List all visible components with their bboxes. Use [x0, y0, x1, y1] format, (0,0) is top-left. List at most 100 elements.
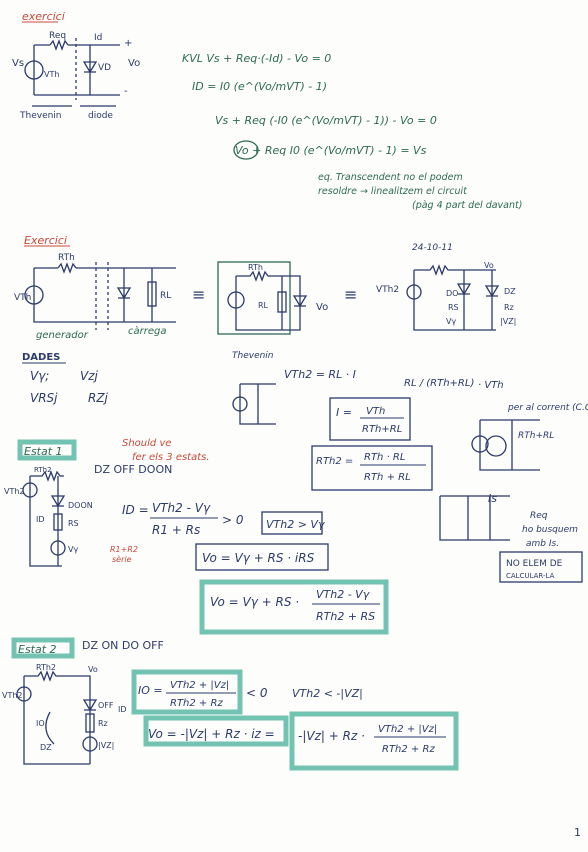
estat1-red-note-2: fer els 3 estats.	[132, 452, 210, 463]
estat1-vo2-num: VTh2 - Vγ	[316, 588, 370, 601]
estat1-rth2: RTh2	[34, 466, 52, 474]
estat2-dz: DZ	[40, 743, 52, 752]
generador-label: generador	[36, 330, 89, 341]
estat1-ineq-rhs: > 0	[222, 513, 244, 527]
thevenin-sub-circuit	[232, 383, 276, 425]
estat1-heading-box	[17, 439, 77, 461]
i-num: VTh	[366, 406, 385, 417]
estat2-off: OFF	[98, 701, 114, 710]
vz-label-4: |VZ|	[500, 317, 516, 326]
substituted-equation: Vs + Req (-I0 (e^(Vo/mVT) - 1)) - Vo = 0	[215, 114, 437, 127]
estat1-id: ID	[36, 515, 45, 524]
rth-label-3: RTh	[248, 263, 263, 272]
vo-label-3: Vo	[316, 302, 328, 313]
estat1-cond: VTh2 > Vγ	[266, 518, 325, 531]
estat2-vo-box-b	[289, 711, 459, 771]
date-label: 24-10-11	[412, 243, 453, 253]
estat1-vo2-box	[199, 579, 389, 635]
estat2-states: DZ ON DO OFF	[82, 639, 164, 652]
vth-label: VTh	[44, 70, 59, 79]
rth2-den: RTh + RL	[364, 472, 411, 483]
estat1-ineq-num: VTh2 - Vγ	[152, 501, 211, 515]
estat1-rs: RS	[68, 519, 79, 528]
estat2-rth2: RTh2	[36, 663, 56, 672]
is-label: Is	[488, 492, 497, 505]
vth2-vth: · VTh	[478, 380, 504, 391]
vd-label: VD	[98, 63, 111, 73]
rth2-label: RTh2 =	[316, 456, 353, 467]
estat1-vth2: VTh2	[4, 487, 25, 496]
i-den: RTh+RL	[362, 424, 402, 435]
series-note-1: R1+R2	[110, 545, 138, 554]
estat2-circuit: RTh2 Vo VTh2 OFF ID Rz |VZ| IO DZ	[2, 663, 127, 765]
estat1-vg: Vγ	[68, 545, 78, 554]
minus-sign: -	[124, 86, 128, 97]
estat1-ineq-den: R1 + Rs	[152, 523, 200, 537]
estat2-i-den: RTh2 + Rz	[170, 698, 223, 709]
estat1-vo2-a: Vo = Vγ + RS ·	[210, 595, 299, 609]
rl-label: RL	[160, 291, 171, 301]
boxed-note	[499, 551, 583, 583]
estat2-heading: Estat 2	[18, 643, 57, 656]
i-label: I =	[336, 406, 352, 419]
estat2-i-box	[131, 669, 243, 715]
dz-label: DZ	[504, 287, 516, 296]
final-equation: Vo + Req I0 (e^(Vo/mVT) - 1) = Vs	[235, 144, 427, 157]
circuit-4: VTh2 Vo DO DZ RS Rz Vγ |VZ|	[376, 261, 516, 331]
boxed-note-2: CALCULAR-LA	[506, 572, 555, 580]
series-note-2: sèrie	[112, 554, 132, 564]
estat2-vo-den: RTh2 + Rz	[382, 744, 435, 755]
req-note-1: Req	[530, 511, 548, 521]
id-label: Id	[94, 33, 102, 43]
svg-text:≡: ≡	[344, 285, 357, 304]
rth-rl-label: RTh+RL	[518, 431, 554, 441]
page-number: 1	[574, 826, 581, 839]
section2-heading: Exercici	[24, 234, 67, 247]
rl-label-3: RL	[258, 301, 269, 310]
kvl-equation: KVL Vs + Req·(-Id) - Vo = 0	[182, 52, 331, 65]
req-note-3: amb Is.	[526, 539, 559, 549]
req-note-2: ho busquem	[522, 525, 578, 535]
note-line-2: resoldre → linealitzem el circuit	[318, 186, 468, 197]
dades-item-3: VRSj	[30, 391, 58, 405]
estat2-vo-b: -|Vz| + Rz ·	[298, 729, 365, 743]
note-line-3: (pàg 4 part del davant)	[412, 200, 522, 211]
estat1-states: DZ OFF DOON	[94, 463, 172, 476]
thevenin-caption: Thevenin	[19, 111, 62, 121]
estat1-cond-box	[261, 511, 323, 535]
vs-label: Vs	[12, 58, 24, 69]
section1-heading: exercici	[22, 10, 65, 23]
rth2-num: RTh · RL	[364, 452, 405, 463]
req-label: Req	[49, 31, 66, 41]
circuit-2: VTh RTh RL generador càrrega	[14, 253, 176, 341]
thevenin-label-3: Thevenin	[232, 351, 274, 361]
estat2-id: ID	[118, 705, 127, 714]
estat1-vo1: Vo = Vγ + RS · iRS	[202, 551, 315, 565]
estat2-vz: |VZ|	[98, 741, 114, 750]
estat1-ineq-lhs: ID =	[122, 503, 149, 517]
estat2-i-rhs: < 0	[246, 686, 268, 700]
dades-item-4: RZj	[88, 391, 109, 405]
estat2-io: IO	[36, 719, 45, 728]
circuit-1: Vs Req Id VD Vo VTh + - Thevenin diode	[12, 31, 140, 121]
estat2-vo: Vo	[88, 665, 98, 674]
diode-caption: diode	[88, 111, 113, 121]
estat2-i-lhs: IO =	[138, 684, 163, 697]
estat2-heading-box	[11, 637, 75, 659]
dades-item-2: Vzj	[80, 369, 99, 383]
vth2-label-4: VTh2	[376, 285, 399, 295]
cc-note: per al corrent (C.O)	[507, 403, 588, 413]
estat1-vo1-box	[195, 543, 329, 571]
estat1-red-note-1: Should ve	[122, 438, 172, 449]
plus-sign: +	[124, 38, 132, 49]
estat2-i-num: VTh2 + |Vz|	[170, 680, 229, 691]
vo-label: Vo	[128, 58, 140, 69]
rs-label-4: RS	[448, 303, 459, 312]
vo-label-4: Vo	[484, 261, 494, 270]
vg-label-4: Vγ	[446, 317, 456, 326]
dades-item-1: Vγ;	[30, 369, 49, 383]
rth2-equation-box	[311, 445, 433, 491]
note-line-1: eq. Transcendent no el podem	[318, 172, 463, 183]
estat2-rz: Rz	[98, 719, 108, 728]
